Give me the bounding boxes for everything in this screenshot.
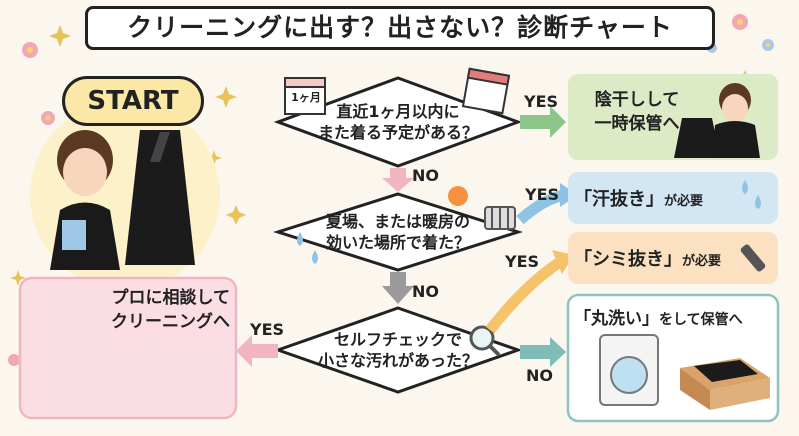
calendar-icon [284, 67, 511, 115]
question-1: 直近1ヶ月以内に また着る予定がある？ [318, 101, 478, 143]
result-shade-dry: 陰干しして 一時保管へ [582, 88, 692, 136]
label-no-1: NO [412, 166, 439, 185]
hanging-kimono-illustration [674, 83, 760, 158]
calendar-badge-text: 1ヶ月 [291, 91, 321, 104]
arrow-no-1 [382, 168, 414, 192]
result-sweat-main: 「汗抜き」 [574, 189, 664, 210]
result-sweat: 「汗抜き」が必要 [574, 185, 739, 211]
page-title: クリーニングに出す？出さない？診断チャート [85, 6, 715, 50]
question-3-line1: セルフチェックで [333, 330, 462, 349]
arrow-yes-4 [236, 335, 278, 367]
result-stain-suffix: が必要 [682, 254, 722, 269]
label-no-3: NO [526, 366, 553, 385]
result-stain: 「シミ抜き」が必要 [574, 245, 754, 271]
label-yes-4: YES [250, 320, 285, 339]
result-pro-line1: プロに相談して [111, 288, 231, 308]
magnifier-icon [469, 325, 501, 357]
question-2-line2: 効いた場所で着た？ [325, 233, 470, 252]
question-3: セルフチェックで 小さな汚れがあった？ [318, 329, 478, 371]
storage-box-icon [680, 358, 770, 410]
result-marusen: 「丸洗い」をして保管へ [574, 304, 774, 329]
arrow-yes-1 [520, 106, 566, 138]
result-shade-dry-line1: 陰干しして [594, 90, 680, 110]
sun-icon [448, 186, 468, 206]
arrow-no-2 [382, 272, 414, 304]
water-drop-icon [297, 232, 318, 264]
question-2-line1: 夏場、または暖房の [325, 212, 470, 231]
result-pro: プロに相談して クリーニングへ [70, 286, 230, 334]
result-box-pro-bg [18, 276, 238, 420]
question-diamond-2 [273, 192, 523, 272]
water-drop-icon [742, 180, 761, 209]
question-1-line2: また着る予定がある？ [318, 123, 479, 142]
question-2: 夏場、または暖房の 効いた場所で着た？ [318, 211, 478, 253]
flower-icon [8, 14, 774, 366]
arrow-no-3 [520, 337, 566, 367]
question-3-line2: 小さな汚れがあった？ [318, 351, 479, 370]
result-pro-line2: クリーニングへ [111, 312, 230, 332]
washing-machine-icon [599, 334, 659, 406]
result-stain-main: 「シミ抜き」 [574, 249, 682, 270]
label-yes-1: YES [524, 92, 559, 111]
label-no-2: NO [412, 282, 439, 301]
heater-icon [484, 206, 516, 230]
result-box-sweat-bg [568, 172, 778, 224]
question-1-line1: 直近1ヶ月以内に [336, 102, 460, 121]
label-yes-2: YES [525, 185, 560, 204]
result-marusen-main: 「丸洗い」 [574, 309, 659, 329]
start-badge: START [62, 76, 204, 126]
spray-bottle-icon [740, 244, 766, 272]
result-sweat-suffix: が必要 [664, 194, 704, 209]
result-marusen-suffix: をして保管へ [659, 312, 743, 328]
start-character-illustration [30, 100, 220, 290]
label-yes-3: YES [505, 252, 540, 271]
result-box-stain-bg [568, 232, 778, 284]
result-shade-dry-line2: 一時保管へ [594, 114, 680, 134]
